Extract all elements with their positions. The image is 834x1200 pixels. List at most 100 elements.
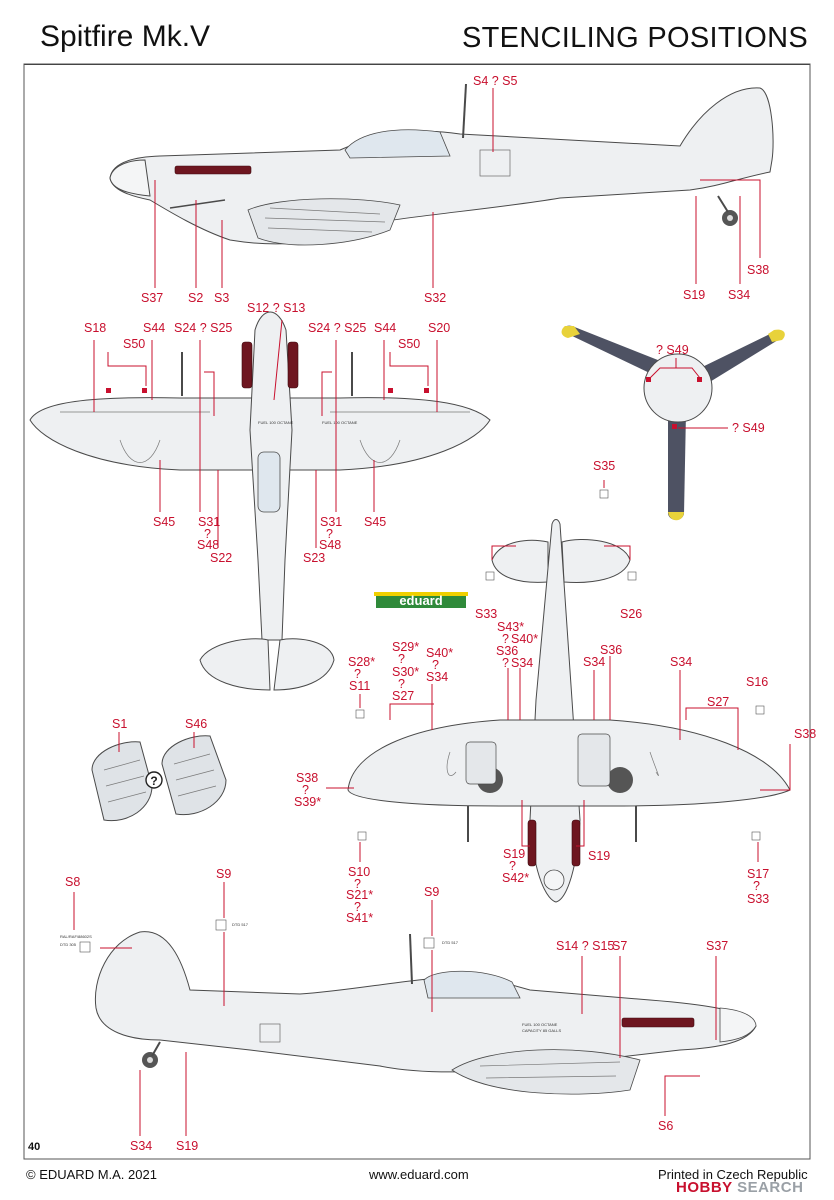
label-s38-left: S38	[296, 771, 318, 785]
label-s28: S28*	[348, 655, 375, 669]
label-s24-s25-right: S24 ? S25	[308, 321, 366, 335]
lower-leaders	[326, 480, 791, 862]
label-s39: S39*	[294, 795, 321, 809]
label-s16: S16	[746, 675, 768, 689]
label-s33-top: S33	[475, 607, 497, 621]
label-s24-s25-left: S24 ? S25	[174, 321, 232, 335]
label-s38-right: S38	[794, 727, 816, 741]
label-s44-left: S44	[143, 321, 165, 335]
label-s31-right: S31	[320, 515, 342, 529]
side-view-lower: FUEL 100 OCTANE CAPACITY 85 GALLS RAL/RA…	[60, 919, 757, 1095]
label-s40-a: S40*	[511, 632, 538, 646]
label-q-g: ?	[302, 783, 309, 797]
wheel-covers: ?	[91, 732, 227, 822]
label-s32: S32	[424, 291, 446, 305]
label-s19-right: S19	[588, 849, 610, 863]
label-s6: S6	[658, 1119, 673, 1133]
label-s8: S8	[65, 875, 80, 889]
label-q-right: ?	[326, 527, 333, 541]
serial-stencil: RAL/RAF/88602S	[60, 934, 92, 939]
side-fuel-stencil: FUEL 100 OCTANE	[522, 1022, 558, 1027]
label-q-i: ?	[354, 877, 361, 891]
fuel-stencil-left: FUEL 100 OCTANE	[258, 420, 294, 425]
plan-leaders	[93, 319, 438, 548]
label-s45-right: S45	[364, 515, 386, 529]
label-s22: S22	[210, 551, 232, 565]
plan-view-lower	[347, 489, 791, 903]
label-s43: S43*	[497, 620, 524, 634]
label-q-c: ?	[398, 652, 405, 666]
label-s42: S42*	[502, 871, 529, 885]
label-s27-right: S27	[707, 695, 729, 709]
label-s34-bottom: S34	[130, 1139, 152, 1153]
label-s50-right: S50	[398, 337, 420, 351]
label-s23: S23	[303, 551, 325, 565]
label-s12-s13: S12 ? S13	[247, 301, 305, 315]
label-s9-left: S9	[216, 867, 231, 881]
label-s19-top: S19	[683, 288, 705, 302]
label-s18: S18	[84, 321, 106, 335]
eduard-logo: eduard	[374, 592, 468, 608]
label-s36-right: S36	[600, 643, 622, 657]
label-s37-top: S37	[141, 291, 163, 305]
label-q-a: ?	[502, 632, 509, 646]
label-q-j: ?	[354, 900, 361, 914]
label-s48-left: S48	[197, 538, 219, 552]
label-s38-top: S38	[747, 263, 769, 277]
label-s4-s5: S4 ? S5	[473, 74, 518, 88]
label-s20: S20	[428, 321, 450, 335]
label-s9-right: S9	[424, 885, 439, 899]
printed-in-text: Printed in Czech Republic	[658, 1167, 808, 1182]
label-s1: S1	[112, 717, 127, 731]
copyright-text: © EDUARD M.A. 2021	[26, 1167, 157, 1182]
label-q-e: ?	[432, 658, 439, 672]
label-s45-left: S45	[153, 515, 175, 529]
label-s11: S11	[349, 679, 370, 693]
label-s14-s15: S14 ? S15	[556, 939, 614, 953]
watermark-search: SEARCH	[732, 1179, 804, 1196]
eduard-logo-text: eduard	[399, 593, 442, 608]
page-frame	[23, 63, 811, 1160]
section-title: STENCILING POSITIONS	[462, 22, 808, 54]
label-s10: S10	[348, 865, 370, 879]
label-q-h: ?	[509, 859, 516, 873]
label-s50-left: S50	[123, 337, 145, 351]
label-s31-left: S31	[198, 515, 220, 529]
label-s36-left: S36	[496, 644, 518, 658]
label-s41: S41*	[346, 911, 373, 925]
label-s19-bottom: S19	[176, 1139, 198, 1153]
stencil-labels: S4 ? S5 S37 S2 S3 S32 S19 S34 S38 S18 S4…	[65, 74, 816, 1153]
dtd-517-stencil-right: DTD 517	[442, 940, 459, 945]
aircraft-title: Spitfire Mk.V	[40, 20, 211, 53]
plan-view-upper: FUEL 100 OCTANE FUEL 100 OCTANE	[29, 311, 491, 691]
label-s34-right-1: S34	[583, 655, 605, 669]
label-q-left: ?	[204, 527, 211, 541]
label-s30: S30*	[392, 665, 419, 679]
website-link[interactable]: www.eduard.com	[369, 1167, 469, 1182]
side-fuel-capacity: CAPACITY 85 GALLS	[522, 1028, 562, 1033]
label-s26: S26	[620, 607, 642, 621]
label-s44-right: S44	[374, 321, 396, 335]
propeller-diagram	[561, 325, 785, 521]
upper-leaders	[154, 88, 761, 288]
label-s3: S3	[214, 291, 229, 305]
label-s49-top: ? S49	[656, 343, 689, 357]
label-s34-top: S34	[728, 288, 750, 302]
label-s46: S46	[185, 717, 207, 731]
label-q-k: ?	[753, 879, 760, 893]
question-mark-icon: ?	[150, 774, 157, 788]
label-q-b: ?	[502, 656, 509, 670]
label-s34-right-2: S34	[670, 655, 692, 669]
label-s34-left: S34	[426, 670, 448, 684]
label-s7: S7	[612, 939, 627, 953]
label-s48-right: S48	[319, 538, 341, 552]
side-view-upper	[109, 83, 774, 246]
label-s40-b: S40*	[426, 646, 453, 660]
label-s2: S2	[188, 291, 203, 305]
label-s49-right: ? S49	[732, 421, 765, 435]
label-s17: S17	[747, 867, 769, 881]
hobbysearch-watermark: HOBBY SEARCH	[676, 1179, 803, 1196]
fuel-stencil-right: FUEL 100 OCTANE	[322, 420, 358, 425]
